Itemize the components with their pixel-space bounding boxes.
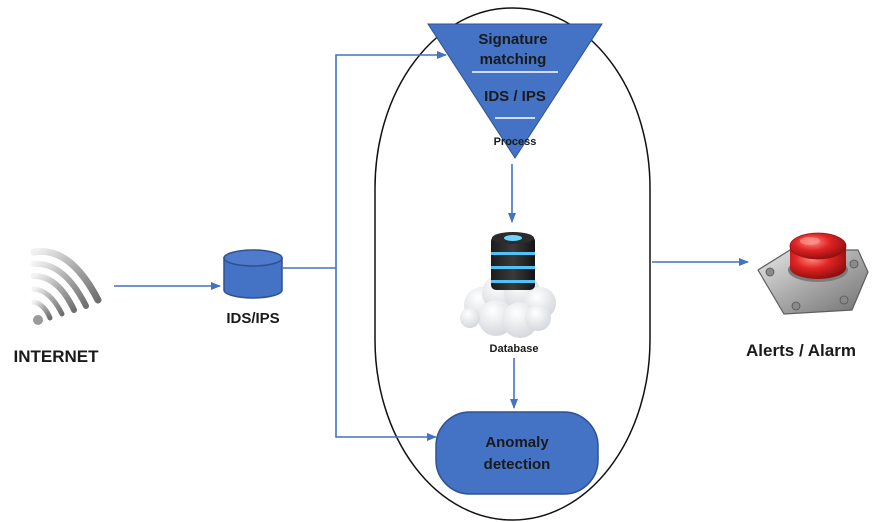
arrow-branch-to-anomaly xyxy=(335,268,437,441)
wifi-signal-icon xyxy=(30,247,102,325)
process-label: Process xyxy=(494,136,537,148)
alerts-alarm-label: Alerts / Alarm xyxy=(746,341,856,360)
signature-label-line2: matching xyxy=(480,51,547,68)
anomaly-detection-box xyxy=(435,411,599,495)
database-label: Database xyxy=(490,343,539,355)
system-boundary-oval xyxy=(374,7,651,521)
funnel-ids-ips-label: IDS / IPS xyxy=(484,88,546,105)
cloud-database-server-icon xyxy=(460,232,556,338)
arrow-branch-to-signature xyxy=(335,51,447,268)
funnel-triangle xyxy=(427,23,603,159)
anomaly-label-line2: detection xyxy=(484,456,551,473)
internet-label: INTERNET xyxy=(14,347,100,366)
ids-ips-label: IDS/IPS xyxy=(226,310,279,327)
anomaly-label-line1: Anomaly xyxy=(485,434,549,451)
cylinder-database-icon xyxy=(223,249,283,299)
red-alarm-button-icon xyxy=(757,232,869,315)
signature-label-line1: Signature xyxy=(478,31,547,48)
